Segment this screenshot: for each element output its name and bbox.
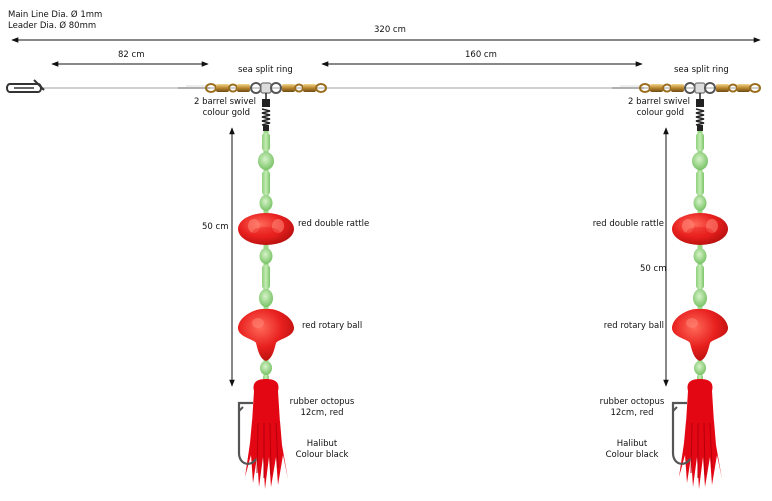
split-ring-label-left: sea split ring: [238, 65, 293, 75]
dropper-left: [236, 91, 296, 491]
swivel-label-left-2: colour gold: [202, 108, 250, 118]
dim-160-label: 160 cm: [465, 50, 497, 60]
dim-50-right-label: 50 cm: [640, 264, 667, 274]
hook-label-left-2: Colour black: [295, 450, 349, 460]
octopus-label-left-1: rubber octopus: [289, 397, 355, 407]
split-ring-label-right: sea split ring: [674, 65, 729, 75]
swivel-label-right-1: 2 barrel swivel: [627, 97, 690, 107]
swivel-cluster-left: [177, 82, 327, 94]
dim-total-label: 320 cm: [374, 25, 406, 35]
rattle-label-left: red double rattle: [298, 219, 370, 229]
octopus-label-right-1: rubber octopus: [599, 397, 665, 407]
hook-label-right-2: Colour black: [605, 450, 659, 460]
octopus-label-right-2: 12cm, red: [610, 408, 654, 418]
main-line-spec: Main Line Dia. Ø 1mm: [8, 10, 103, 20]
dropper-right: [670, 91, 730, 491]
dim-82-label: 82 cm: [118, 50, 145, 60]
octopus-label-left-2: 12cm, red: [300, 408, 344, 418]
snap-clip: [6, 79, 45, 93]
swivel-cluster-right: [611, 82, 761, 94]
dim-50-left-label: 50 cm: [202, 222, 229, 232]
rotary-label-left: red rotary ball: [302, 321, 363, 331]
hook-label-left-1: Halibut: [306, 439, 338, 449]
swivel-label-right-2: colour gold: [636, 108, 684, 118]
rattle-label-right: red double rattle: [592, 219, 664, 229]
leader-spec: Leader Dia. Ø 80mm: [8, 21, 97, 31]
rotary-label-right: red rotary ball: [603, 321, 664, 331]
swivel-label-left-1: 2 barrel swivel: [193, 97, 256, 107]
hook-label-right-1: Halibut: [616, 439, 648, 449]
